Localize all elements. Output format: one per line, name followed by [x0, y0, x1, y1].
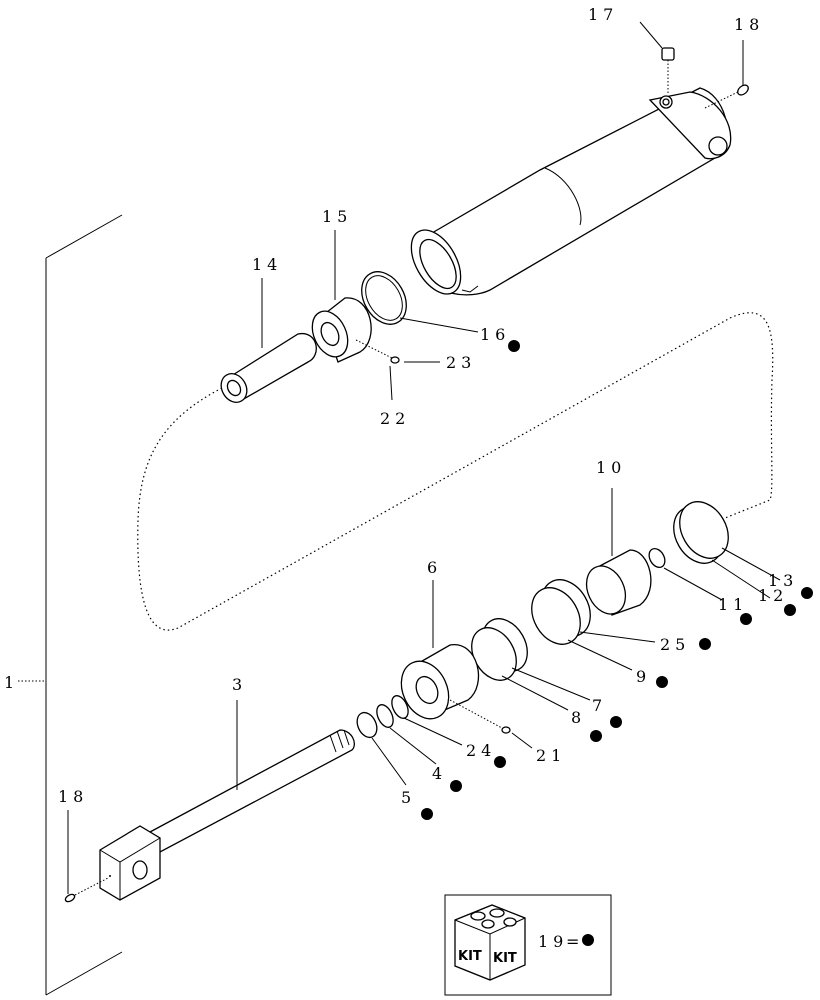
label-24: 24 — [466, 741, 496, 760]
bushing-14 — [220, 278, 317, 403]
label-16: 16 — [480, 325, 510, 344]
legend-item-number: 19 — [538, 932, 568, 951]
label-10: 10 — [596, 458, 626, 477]
grease-fitting-17 — [639, 21, 675, 94]
kit-dot-16 — [508, 340, 520, 352]
piston-15 — [311, 230, 372, 363]
piston-10 — [585, 488, 652, 616]
label-5: 5 — [401, 788, 416, 807]
label-14: 14 — [252, 255, 282, 274]
kit-dot-25 — [699, 638, 711, 650]
callout-labels: 1 3 4 5 6 7 8 9 10 11 12 13 14 15 16 17 … — [4, 5, 798, 807]
assembly-bracket — [18, 214, 123, 996]
label-8: 8 — [571, 708, 586, 727]
label-21: 21 — [536, 746, 566, 765]
label-4: 4 — [432, 764, 447, 783]
label-25: 25 — [660, 635, 690, 654]
kit-dot-4 — [450, 780, 462, 792]
dotted-assembly-loop — [137, 312, 774, 631]
seals-25-9 — [531, 579, 656, 671]
legend-equals: = — [566, 932, 579, 951]
seals-12-13 — [673, 501, 781, 599]
kit-dot-9 — [656, 676, 668, 688]
set-screw-21 — [449, 699, 533, 749]
set-screw-22-23 — [355, 339, 440, 401]
kit-legend: KIT KIT 19 = — [444, 894, 612, 996]
o-ring-11 — [648, 548, 723, 601]
label-18-bottom: 18 — [58, 787, 88, 806]
label-11: 11 — [718, 595, 748, 614]
wear-ring-16 — [361, 271, 479, 333]
label-6: 6 — [427, 558, 442, 577]
label-1: 1 — [4, 673, 19, 692]
label-13: 13 — [768, 571, 798, 590]
cylinder-barrel — [410, 87, 732, 296]
label-18-top: 18 — [734, 15, 764, 34]
legend-kit-dot — [582, 934, 594, 946]
kit-text-right: KIT — [493, 951, 517, 966]
grease-fitting-18-top — [704, 40, 749, 109]
label-9: 9 — [636, 667, 651, 686]
label-22: 22 — [380, 409, 410, 428]
label-17: 17 — [588, 5, 618, 24]
label-23: 23 — [446, 353, 476, 372]
kit-dot-11 — [740, 613, 752, 625]
rings-24-4-5 — [356, 695, 463, 786]
kit-markers — [421, 340, 813, 820]
kit-dot-8 — [590, 730, 602, 742]
piston-rod-3 — [99, 700, 355, 901]
gland-6 — [400, 580, 480, 720]
kit-dot-5 — [421, 808, 433, 820]
kit-dot-24 — [494, 756, 506, 768]
label-3: 3 — [232, 675, 247, 694]
kit-text-left: KIT — [458, 949, 482, 964]
label-7: 7 — [592, 696, 607, 715]
kit-dot-7 — [610, 716, 622, 728]
label-15: 15 — [322, 207, 352, 226]
rings-7-8 — [471, 618, 591, 711]
kit-dot-13 — [801, 587, 813, 599]
kit-dot-12 — [784, 604, 796, 616]
kit-box-icon: KIT KIT — [454, 904, 526, 981]
label-12: 12 — [758, 586, 788, 605]
grease-fitting-18-bottom — [64, 810, 109, 903]
